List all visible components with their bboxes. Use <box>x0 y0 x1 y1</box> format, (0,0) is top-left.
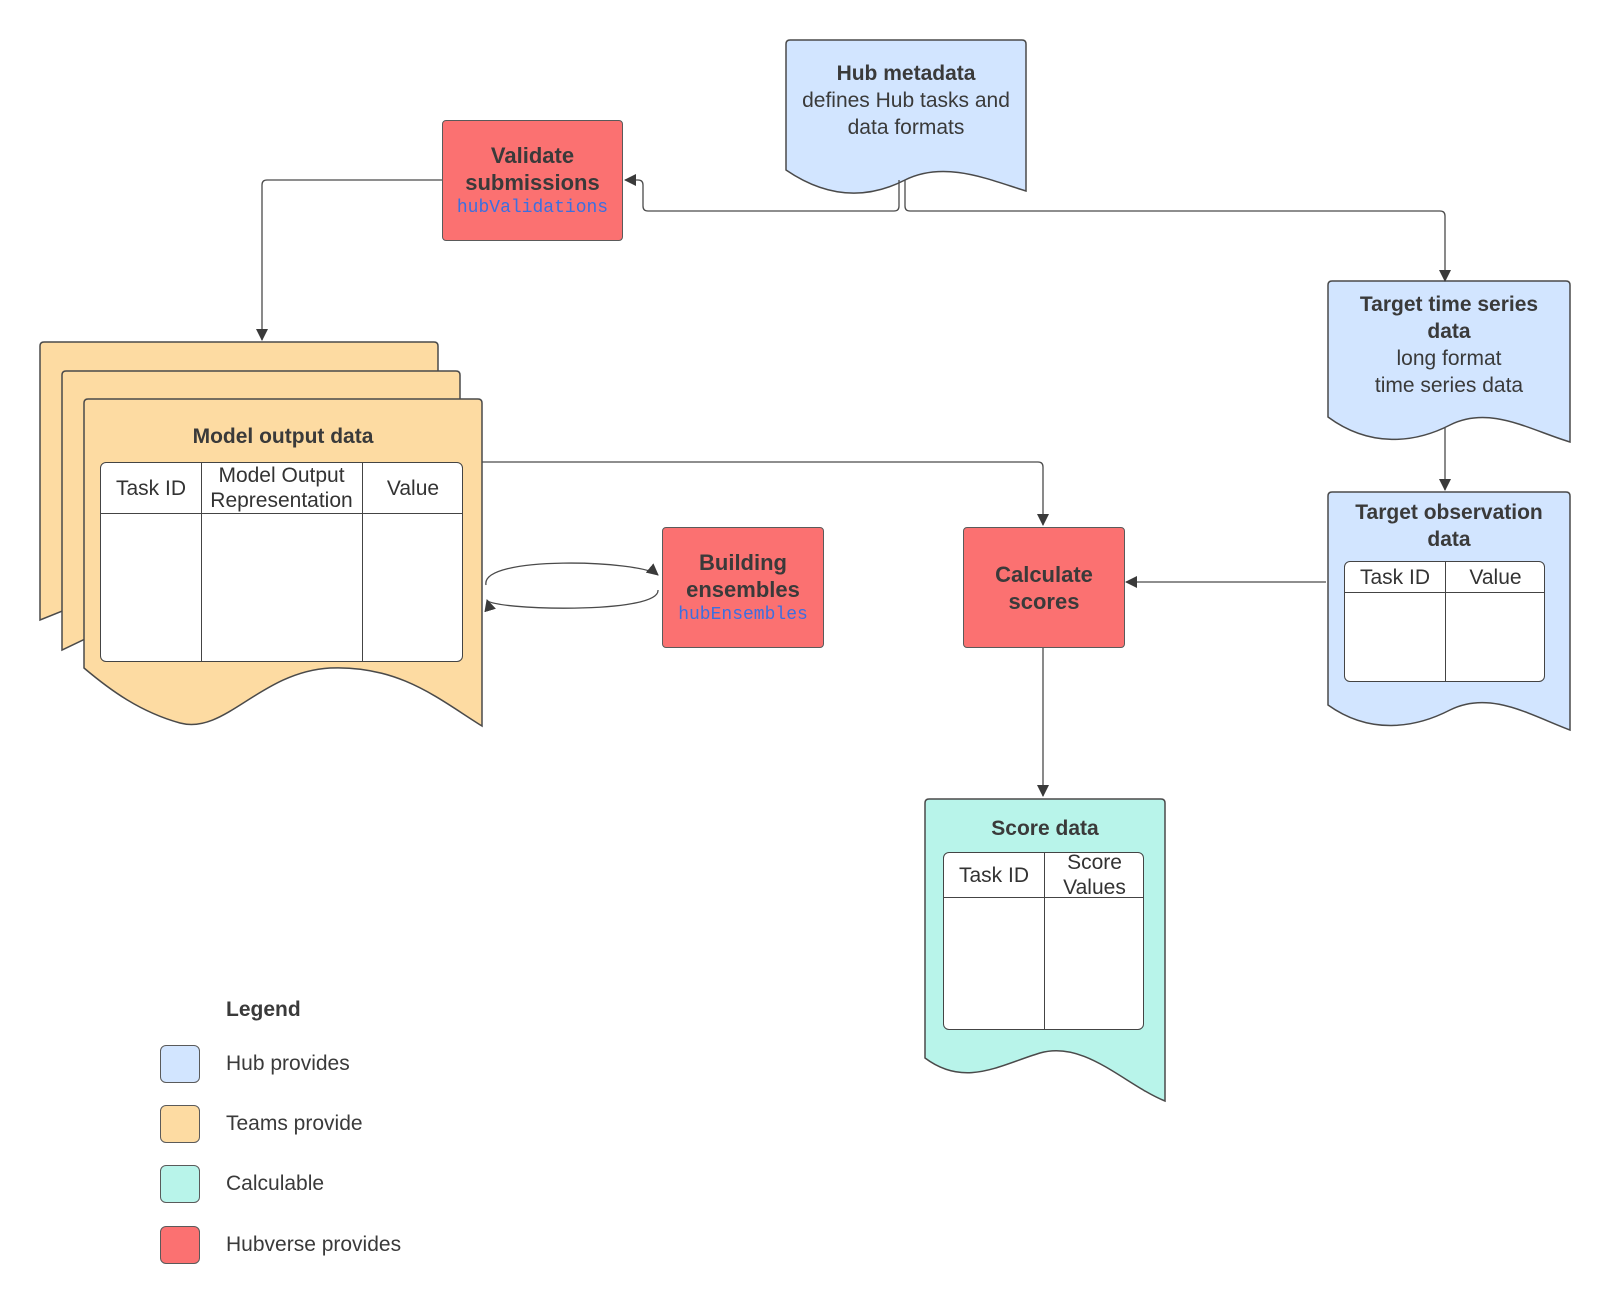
target-obs-header-divider <box>1345 592 1544 593</box>
legend-label-hubverse: Hubverse provides <box>226 1233 402 1256</box>
validate-code: hubValidations <box>456 197 609 218</box>
target-obs-col-divider <box>1445 562 1446 681</box>
score-data-table: Task ID Score Values <box>943 852 1144 1030</box>
arrow-metadata-to-validate <box>624 174 900 212</box>
score-data-col-score-values-line1: Score <box>1067 852 1122 874</box>
arrow-metadata-to-target-ts <box>904 180 1451 282</box>
legend-label-teams: Teams provide <box>226 1112 363 1135</box>
model-output-col-task-id: Task ID <box>115 476 186 500</box>
legend-title: Legend <box>226 998 301 1021</box>
arrow-validate-to-model-output <box>256 179 442 341</box>
score-data-col-score-values-line2: Values <box>1063 876 1126 899</box>
model-output-col-divider-1 <box>201 463 202 661</box>
score-data-col-task-id: Task ID <box>958 863 1029 887</box>
target-timeseries-node: Target time series data long format time… <box>1328 291 1570 399</box>
target-ts-line1: long format <box>1396 347 1502 370</box>
target-ts-title1: Target time series <box>1359 293 1539 316</box>
legend-label-calculable: Calculable <box>226 1172 325 1195</box>
validate-submissions-node: Validate submissions hubValidations <box>442 120 623 241</box>
hub-metadata-line1: defines Hub tasks and <box>802 89 1010 112</box>
model-output-col-value: Value <box>386 476 440 500</box>
building-ensembles-node: Building ensembles hubEnsembles <box>662 527 824 648</box>
model-output-col-representation: Model Output Representation <box>201 463 362 513</box>
model-output-col-representation-line1: Model Output <box>218 464 345 487</box>
hub-metadata-shape <box>785 39 1027 194</box>
legend-swatch-teams <box>160 1105 200 1143</box>
hub-metadata-title: Hub metadata <box>836 62 976 85</box>
model-output-header-divider <box>101 513 462 514</box>
score-data-header-divider <box>944 897 1143 898</box>
model-output-node: Model output data <box>84 423 482 450</box>
score-data-node: Score data <box>925 815 1165 842</box>
model-output-col-representation-line2: Representation <box>210 489 353 512</box>
ensembles-code: hubEnsembles <box>678 604 808 625</box>
scores-title2: scores <box>1008 588 1080 614</box>
target-observation-table: Task ID Value <box>1344 561 1545 682</box>
validate-title1: Validate <box>490 142 575 168</box>
hub-metadata-node: Hub metadata defines Hub tasks and data … <box>786 60 1026 141</box>
arrow-model-output-to-scores <box>482 461 1049 526</box>
target-obs-col-value: Value <box>1469 565 1522 589</box>
score-data-col-score-values: Score Values <box>1044 852 1143 899</box>
ensembles-title2: ensembles <box>686 576 800 602</box>
legend-swatch-hubverse <box>160 1226 200 1264</box>
target-observation-node: Target observation data <box>1328 499 1570 553</box>
ensembles-title1: Building <box>699 549 787 575</box>
model-output-col-divider-2 <box>362 463 363 661</box>
target-ts-title2: data <box>1427 320 1471 343</box>
target-obs-title2: data <box>1427 528 1471 551</box>
loop-arrow-from-ensembles <box>484 589 659 613</box>
legend-swatch-hub <box>160 1045 200 1083</box>
legend-label-hub: Hub provides <box>226 1052 350 1075</box>
legend-swatch-calculable <box>160 1165 200 1203</box>
target-obs-title1: Target observation <box>1355 501 1543 524</box>
calculate-scores-node: Calculate scores <box>963 527 1125 648</box>
scores-title1: Calculate <box>995 561 1093 587</box>
validate-title2: submissions <box>465 169 600 195</box>
target-obs-col-task-id: Task ID <box>1359 565 1430 589</box>
target-ts-line2: time series data <box>1374 374 1524 397</box>
score-data-col-divider <box>1044 853 1045 1029</box>
hub-metadata-line2: data formats <box>847 116 965 139</box>
model-output-title: Model output data <box>192 425 374 448</box>
loop-arrow-to-ensembles <box>485 562 659 586</box>
target-timeseries-shape <box>1327 280 1571 444</box>
model-output-table: Task ID Model Output Representation Valu… <box>100 462 463 662</box>
score-data-title: Score data <box>991 817 1099 840</box>
